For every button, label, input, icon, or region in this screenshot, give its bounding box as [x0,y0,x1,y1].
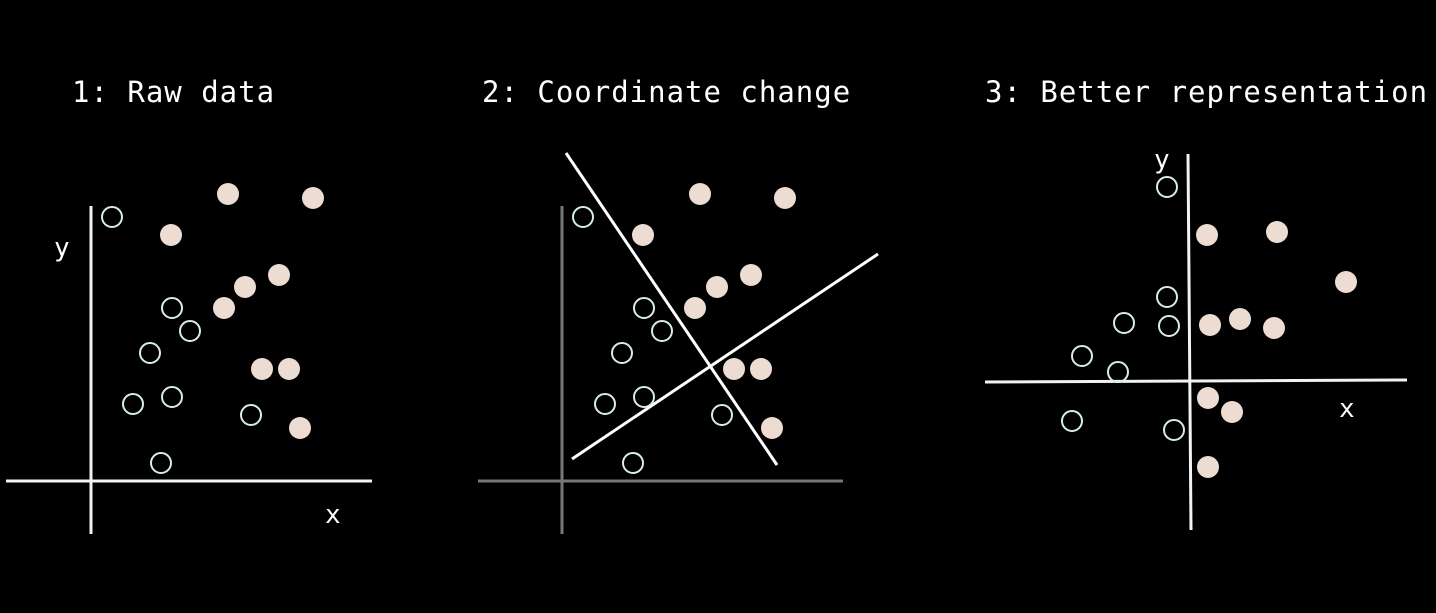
filled-point [160,224,182,246]
panel-2-title: 2: Coordinate change [482,75,851,109]
filled-point [268,264,290,286]
hollow-point [161,297,183,319]
hollow-point [1107,361,1129,383]
filled-point [251,358,273,380]
panel-3-title: 3: Better representation [985,75,1428,109]
panel-2-points [572,183,796,474]
filled-point [1197,387,1219,409]
filled-point [706,276,728,298]
filled-point [1263,317,1285,339]
filled-point [1196,224,1218,246]
panel-raw-data: 1: Raw data y x [6,75,372,534]
filled-point [1221,401,1243,423]
filled-point [689,183,711,205]
hollow-point [1156,176,1178,198]
filled-point [723,358,745,380]
hollow-point [161,386,183,408]
panel-1-title: 1: Raw data [72,75,275,109]
filled-point [740,264,762,286]
filled-point [774,187,796,209]
panel-3-y-axis [1186,153,1193,531]
filled-point [1197,456,1219,478]
filled-point [213,297,235,319]
hollow-point [179,320,201,342]
hollow-point [572,206,594,228]
panel-coordinate-change: 2: Coordinate change [478,75,879,534]
hollow-point [1163,419,1185,441]
filled-point [761,417,783,439]
hollow-point [1061,410,1083,432]
hollow-point [1071,345,1093,367]
hollow-point [240,404,262,426]
filled-point [632,224,654,246]
hollow-point [651,320,673,342]
filled-point [684,297,706,319]
panel-3-x-axis [984,378,1408,384]
hollow-point [611,342,633,364]
filled-point [217,183,239,205]
filled-point [750,358,772,380]
hollow-point [1113,312,1135,334]
filled-point [1266,221,1288,243]
hollow-point [139,342,161,364]
hollow-point [1156,286,1178,308]
filled-point [278,358,300,380]
hollow-point [101,206,123,228]
filled-point [1199,314,1221,336]
panel-3-x-label: x [1339,394,1355,424]
panel-2-new-axis-a [564,152,779,466]
hollow-point [1158,315,1180,337]
panel-better-representation: 3: Better representation y x [984,75,1428,531]
panel-3-y-label: y [1154,145,1170,175]
filled-point [1335,271,1357,293]
filled-point [1229,308,1251,330]
hollow-point [633,386,655,408]
panel-1-x-label: x [325,500,341,530]
hollow-point [633,297,655,319]
filled-point [234,276,256,298]
panel-1-points [101,183,324,474]
panel-2-new-axis-b [571,252,879,461]
filled-point [302,187,324,209]
panel-3-points [1061,176,1357,478]
panel-1-y-label: y [54,233,70,263]
hollow-point [150,452,172,474]
hollow-point [594,393,616,415]
hollow-point [711,404,733,426]
hollow-point [622,452,644,474]
hollow-point [122,393,144,415]
filled-point [289,417,311,439]
